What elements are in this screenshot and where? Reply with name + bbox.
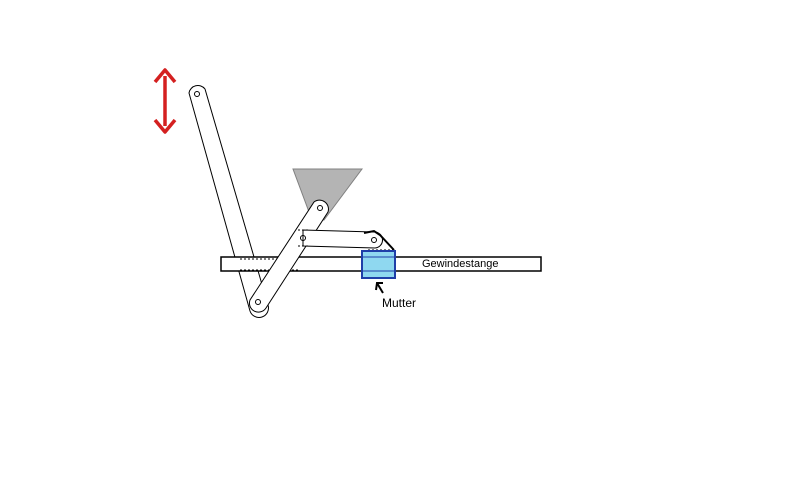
long-lever-arm: [188, 85, 269, 318]
pivot-top: [194, 91, 200, 97]
pointer-arrow-icon: [375, 282, 384, 294]
diagonal-link-arm: [248, 199, 329, 313]
pivot-hopper: [317, 205, 323, 211]
pivot-middle: [300, 235, 306, 241]
nut-label: Mutter: [382, 296, 416, 310]
nut: [361, 250, 396, 279]
pivot-nut: [371, 237, 377, 243]
double-headed-vertical-arrow-icon: [153, 68, 177, 134]
short-horizontal-link: [298, 229, 395, 251]
pivot-bottom: [255, 299, 261, 305]
threaded-rod-label: Gewindestange: [422, 258, 498, 270]
